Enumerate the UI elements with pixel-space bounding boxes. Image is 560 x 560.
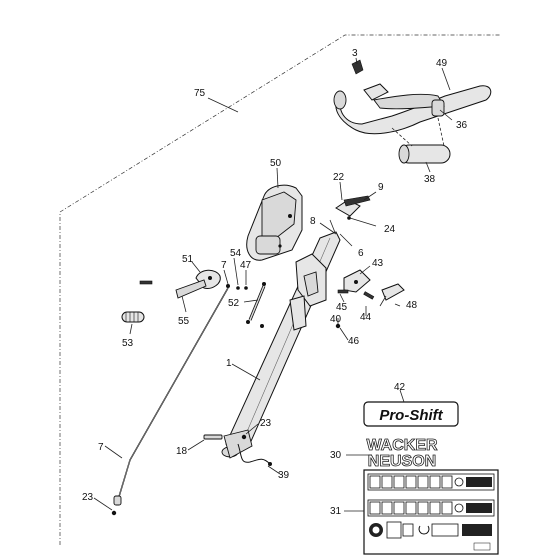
warning-decal-sheet xyxy=(363,469,499,555)
screws xyxy=(335,289,375,329)
callout-8: 8 xyxy=(310,216,316,227)
linkage-upper xyxy=(329,195,371,241)
callout-75: 75 xyxy=(194,88,206,99)
callout-52: 52 xyxy=(228,298,240,309)
proshift-decal: Pro-Shift xyxy=(363,401,459,427)
callout-45: 45 xyxy=(336,302,348,313)
wacker-text: WACKER xyxy=(366,437,438,454)
lever-plate-43 xyxy=(343,269,371,293)
handle-bar xyxy=(333,85,492,135)
callout-43: 43 xyxy=(372,258,384,269)
neuson-text: NEUSON xyxy=(368,453,436,470)
callout-9: 9 xyxy=(378,182,384,193)
gas-spring-52 xyxy=(246,282,266,328)
callout-3: 3 xyxy=(352,48,358,59)
rod-end xyxy=(113,495,122,506)
callout-46: 46 xyxy=(348,336,360,347)
callout-48: 48 xyxy=(406,300,418,311)
grip-53 xyxy=(121,311,145,323)
callout-23-lower: 23 xyxy=(82,492,94,503)
callout-23-upper: 23 xyxy=(260,418,272,429)
callout-39: 39 xyxy=(278,470,290,481)
callout-22: 22 xyxy=(333,172,345,183)
callout-40: 40 xyxy=(330,314,342,325)
callout-47: 47 xyxy=(240,260,252,271)
pin-7-top xyxy=(226,284,230,288)
callout-7-top: 7 xyxy=(221,260,227,271)
callout-6: 6 xyxy=(358,248,364,259)
wacker-neuson-decal: WACKER NEUSON xyxy=(366,437,438,471)
callout-55: 55 xyxy=(178,316,190,327)
cover-50 xyxy=(246,184,303,261)
pin-47 xyxy=(244,286,248,290)
long-rod-7 xyxy=(117,287,229,501)
tube-bracket-lower xyxy=(289,295,307,331)
callout-42: 42 xyxy=(394,382,406,393)
callout-1: 1 xyxy=(226,358,232,369)
callout-49: 49 xyxy=(436,58,448,69)
nut-23-lower xyxy=(111,510,117,516)
lower-fittings xyxy=(203,434,272,466)
callout-7-bottom: 7 xyxy=(98,442,104,453)
tube-bracket-upper xyxy=(295,253,327,307)
callout-30: 30 xyxy=(330,450,342,461)
callout-54: 54 xyxy=(230,248,242,259)
callout-44: 44 xyxy=(360,312,372,323)
shift-lever-51 xyxy=(139,269,221,299)
callout-labels: 3 49 75 36 38 50 22 9 8 24 6 54 7 47 51 … xyxy=(82,48,468,517)
handle-clamp xyxy=(351,59,389,101)
proshift-text: Pro-Shift xyxy=(379,407,443,424)
callout-50: 50 xyxy=(270,158,282,169)
callout-31: 31 xyxy=(330,506,342,517)
callout-18: 18 xyxy=(176,446,188,457)
callout-51: 51 xyxy=(182,254,194,265)
callout-38: 38 xyxy=(424,174,436,185)
callout-53: 53 xyxy=(122,338,134,349)
leader-lines xyxy=(93,57,453,512)
grip-sleeve xyxy=(431,99,445,117)
grip-38 xyxy=(398,144,451,164)
pin-54 xyxy=(236,286,240,290)
callout-36: 36 xyxy=(456,120,468,131)
lever-48 xyxy=(379,283,405,307)
callout-24: 24 xyxy=(384,224,396,235)
